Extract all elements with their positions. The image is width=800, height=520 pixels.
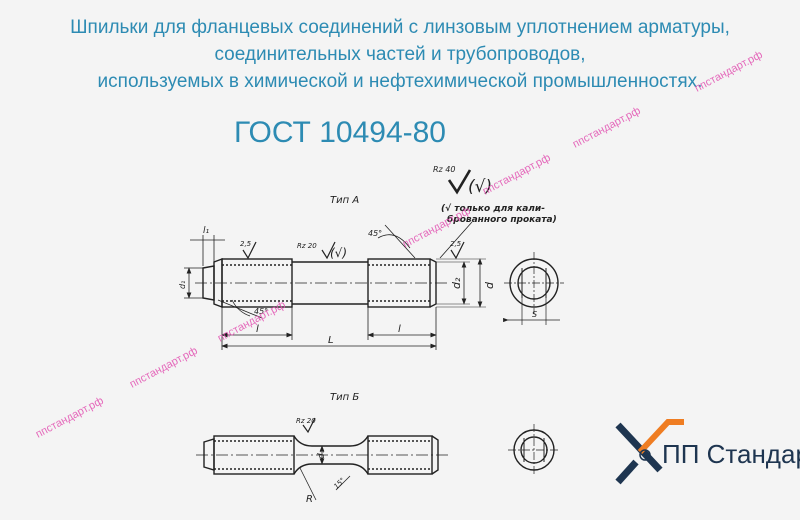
document-header: Шпильки для фланцевых соединений с линзо…	[0, 14, 800, 95]
roughness-rz20-paren: (√)	[330, 246, 347, 260]
type-b-r-label: R	[306, 494, 313, 505]
roughness-rz40-label: Rz 40	[433, 165, 455, 174]
watermark-5: ппстандарт.рф	[216, 299, 288, 345]
roughness-right-label: 2,5	[450, 240, 462, 248]
roughness-left-label: 2,5	[240, 240, 252, 248]
title-line-3: используемых в химической и нефтехимичес…	[97, 71, 703, 92]
type-b-d1-label: d₁	[317, 449, 327, 459]
note-line-2: брованного проката)	[447, 214, 557, 225]
type-b-label: Тип Б	[330, 392, 359, 403]
watermark-4: ппстандарт.рф	[401, 205, 473, 251]
angle-bottom-label: 45°	[254, 307, 268, 316]
logo-text: ПП Стандарт	[662, 439, 800, 469]
type-b-angle-label: 15°	[332, 476, 346, 490]
angle-top-label: 45°	[368, 229, 382, 238]
stud-end-view-b	[508, 424, 560, 476]
dim-l-right-label: l	[398, 324, 401, 335]
watermark-3: ппстандарт.рф	[481, 152, 553, 198]
stud-type-a	[184, 169, 486, 350]
title-line-1: Шпильки для фланцевых соединений с линзо…	[70, 17, 730, 38]
dim-s-label: S	[532, 310, 537, 319]
watermark-7: ппстандарт.рф	[34, 395, 106, 441]
dim-l1-label: l₁	[203, 226, 210, 236]
roughness-rz20-label: Rz 20	[297, 242, 317, 250]
dim-L-label: L	[328, 335, 334, 346]
roughness-rz40-paren: (√)	[468, 177, 492, 197]
title-line-2: соединительных частей и трубопроводов,	[214, 44, 586, 65]
dim-l-left-label: l	[256, 324, 259, 335]
dim-d1-left-label: d₁	[178, 281, 187, 289]
type-b-roughness-label: Rz 20	[296, 417, 316, 425]
type-a-label: Тип А	[330, 195, 359, 206]
standard-number: ГОСТ 10494-80	[233, 116, 446, 149]
stud-type-b	[196, 417, 448, 501]
watermark-6: ппстандарт.рф	[128, 345, 200, 391]
stud-end-view-a	[503, 252, 564, 325]
dim-d2-label: d₂	[450, 277, 463, 289]
watermark-1: ппстандарт.рф	[693, 49, 765, 95]
dim-d-label: d	[483, 281, 496, 289]
pp-standart-logo: ПП Стандарт	[615, 419, 800, 485]
note-line-1: (√ только для кали-	[441, 203, 545, 214]
watermark-2: ппстандарт.рф	[571, 105, 643, 151]
